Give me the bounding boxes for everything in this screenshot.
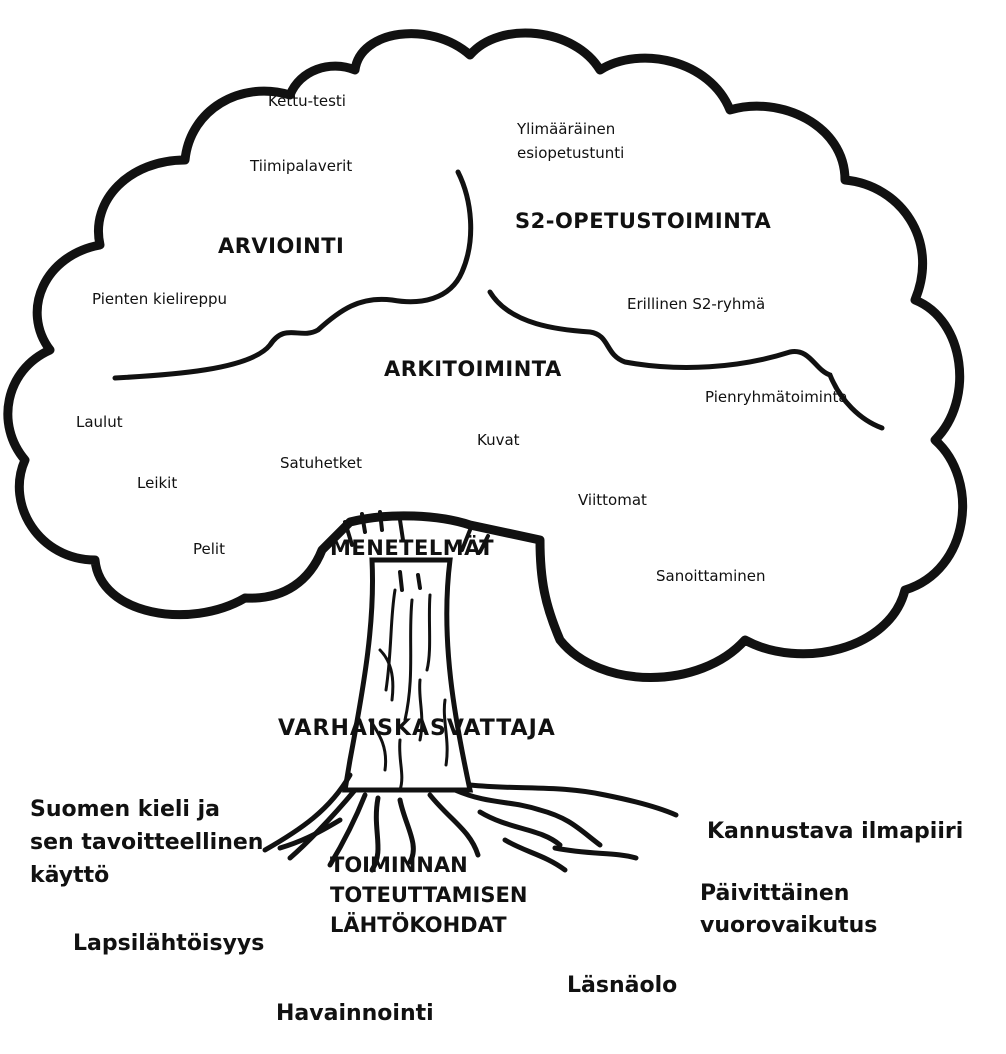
item-pienryhmatoiminta: Pienryhmätoiminta bbox=[705, 388, 848, 407]
root-paivittainen-line1: Päivittäinen bbox=[700, 880, 849, 909]
root-suomen-kieli-line3: käyttö bbox=[30, 862, 109, 891]
section-arkitoiminta: ARKITOIMINTA bbox=[384, 356, 562, 382]
item-kettu-testi: Kettu-testi bbox=[268, 92, 346, 111]
item-tiimipalaverit: Tiimipalaverit bbox=[250, 157, 352, 176]
section-s2-opetustoiminta: S2-OPETUSTOIMINTA bbox=[515, 208, 771, 234]
root-lasnaolo: Läsnäolo bbox=[567, 972, 677, 1001]
item-pelit: Pelit bbox=[193, 540, 225, 559]
trunk-label-varhaiskasvattaja: VARHAISKASVATTAJA bbox=[278, 715, 556, 743]
item-pienten-kielireppu: Pienten kielireppu bbox=[92, 290, 227, 309]
item-viittomat: Viittomat bbox=[578, 491, 647, 510]
root-suomen-kieli-line2: sen tavoitteellinen bbox=[30, 829, 263, 858]
item-satuhetket: Satuhetket bbox=[280, 454, 362, 473]
root-havainnointi: Havainnointi bbox=[276, 1000, 434, 1029]
item-sanoittaminen: Sanoittaminen bbox=[656, 567, 766, 586]
item-ylimaarainen-line1: Ylimääräinen bbox=[517, 120, 615, 139]
divider-arviointi bbox=[115, 172, 471, 378]
item-leikit: Leikit bbox=[137, 474, 177, 493]
item-kuvat: Kuvat bbox=[477, 431, 520, 450]
roots-center-line3: LÄHTÖKOHDAT bbox=[330, 912, 507, 939]
roots-center-line2: TOTEUTTAMISEN bbox=[330, 882, 527, 909]
root-kannustava-ilmapiiri: Kannustava ilmapiiri bbox=[707, 818, 963, 847]
trunk bbox=[345, 560, 470, 790]
root-paivittainen-line2: vuorovaikutus bbox=[700, 912, 877, 941]
roots-center-line1: TOIMINNAN bbox=[330, 852, 468, 879]
root-lapsilahtoisyys: Lapsilähtöisyys bbox=[73, 930, 264, 959]
item-erillinen-s2: Erillinen S2-ryhmä bbox=[627, 295, 765, 314]
section-menetelmat: MENETELMÄT bbox=[330, 535, 494, 561]
root-suomen-kieli-line1: Suomen kieli ja bbox=[30, 796, 220, 825]
section-arviointi: ARVIOINTI bbox=[218, 233, 344, 259]
item-laulut: Laulut bbox=[76, 413, 123, 432]
item-ylimaarainen-line2: esiopetustunti bbox=[517, 144, 624, 163]
